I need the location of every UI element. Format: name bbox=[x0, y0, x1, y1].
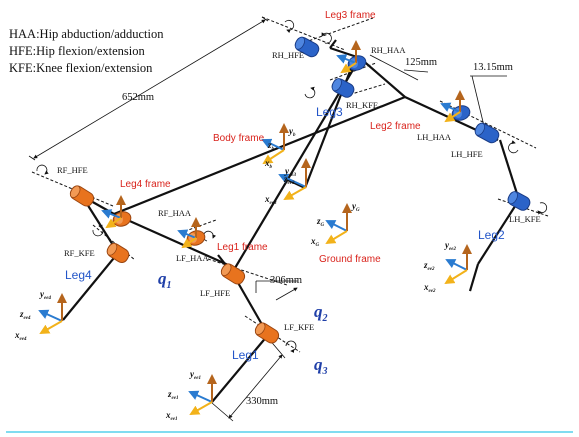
label-leg1-frame: Leg1 frame bbox=[217, 242, 268, 253]
joint-rh-kfe bbox=[331, 78, 355, 98]
svg-text:yG: yG bbox=[351, 201, 360, 213]
q1-label: q1 bbox=[158, 269, 172, 291]
label-leg3: Leg3 bbox=[316, 105, 343, 119]
axis-labels-ground: zG yG xG bbox=[310, 201, 360, 248]
joint-rf-hfe bbox=[69, 185, 95, 207]
frame-ee4 bbox=[38, 293, 67, 334]
svg-text:zee2: zee2 bbox=[423, 260, 435, 272]
q2-label: q2 bbox=[314, 302, 328, 324]
label-lf-kfe: LF_KFE bbox=[284, 322, 314, 332]
frame-leg3-hip bbox=[336, 40, 361, 74]
dim-1315-label: 13.15mm bbox=[473, 62, 513, 73]
legend-kfe: KFE:Knee flexion/extension bbox=[9, 61, 153, 75]
svg-text:yb: yb bbox=[288, 126, 296, 138]
label-lh-haa: LH_HAA bbox=[417, 132, 452, 142]
dim-652-label: 652mm bbox=[122, 92, 154, 103]
q3-label: q3 bbox=[314, 355, 328, 377]
svg-text:yee2: yee2 bbox=[444, 240, 456, 252]
svg-text:yee1: yee1 bbox=[189, 369, 201, 381]
svg-text:q3: q3 bbox=[314, 355, 328, 377]
frame-ground bbox=[325, 203, 352, 245]
frame-body bbox=[261, 123, 311, 200]
dimension-1315: 13.15mm bbox=[470, 62, 513, 127]
label-rf-kfe: RF_KFE bbox=[64, 248, 95, 258]
label-rh-kfe: RH_KFE bbox=[346, 100, 378, 110]
label-lh-hfe: LH_HFE bbox=[451, 149, 483, 159]
joint-lh-hfe bbox=[474, 122, 500, 144]
svg-text:xb: xb bbox=[264, 158, 273, 170]
svg-text:xee3: xee3 bbox=[264, 194, 277, 206]
svg-text:zb: zb bbox=[267, 140, 275, 152]
frame-leg1-hip bbox=[177, 217, 201, 249]
joint-rh-hfe bbox=[294, 36, 320, 58]
label-leg2: Leg2 bbox=[478, 228, 505, 242]
svg-text:zG: zG bbox=[316, 216, 325, 228]
svg-text:zee4: zee4 bbox=[19, 309, 31, 321]
axis-labels-body: zb yb xb zee3 yee3 xee3 bbox=[264, 126, 296, 206]
label-ground-frame: Ground frame bbox=[319, 254, 381, 265]
svg-text:q2: q2 bbox=[314, 302, 328, 324]
svg-text:zee1: zee1 bbox=[167, 389, 178, 401]
joint-rf-kfe bbox=[106, 242, 130, 263]
label-leg3-frame: Leg3 frame bbox=[325, 10, 376, 21]
label-leg1: Leg1 bbox=[232, 348, 259, 362]
label-lf-haa: LF_HAA bbox=[176, 253, 209, 263]
label-rf-haa: RF_HAA bbox=[158, 208, 192, 218]
leg-links bbox=[62, 65, 521, 403]
robot-body bbox=[81, 39, 499, 275]
axis-labels-ee2: yee2 zee2 xee2 bbox=[423, 240, 456, 294]
joint-lf-hfe bbox=[220, 263, 246, 285]
joint-lf-kfe bbox=[254, 322, 280, 344]
svg-text:q1: q1 bbox=[158, 269, 172, 291]
svg-text:xee1: xee1 bbox=[165, 410, 177, 422]
label-lh-kfe: LH_KFE bbox=[509, 214, 541, 224]
svg-text:xG: xG bbox=[310, 236, 320, 248]
label-lf-hfe: LF_HFE bbox=[200, 288, 230, 298]
axis-labels-ee1: yee1 zee1 xee1 bbox=[165, 369, 201, 422]
svg-text:yee3: yee3 bbox=[284, 166, 296, 178]
svg-text:xee4: xee4 bbox=[14, 330, 27, 342]
frame-leg2-hip bbox=[440, 90, 465, 123]
label-body-frame: Body frame bbox=[213, 133, 265, 144]
dimension-306: 306mm bbox=[255, 275, 302, 301]
axis-labels-ee4: yee4 zee4 xee4 bbox=[14, 289, 51, 342]
label-rh-haa: RH_HAA bbox=[371, 45, 406, 55]
frame-ee1 bbox=[188, 374, 217, 415]
legend-hfe: HFE:Hip flexion/extension bbox=[9, 44, 145, 58]
label-leg4: Leg4 bbox=[65, 268, 92, 282]
label-rf-hfe: RF_HFE bbox=[57, 165, 88, 175]
frame-ee2 bbox=[444, 244, 472, 285]
svg-text:yee4: yee4 bbox=[39, 289, 51, 301]
dim-330-label: 330mm bbox=[246, 396, 278, 407]
legend-haa: HAA:Hip abduction/adduction bbox=[9, 27, 164, 41]
frame-leg4-hip bbox=[101, 195, 126, 229]
dimension-125: 125mm bbox=[369, 54, 437, 81]
dim-306-label: 306mm bbox=[270, 275, 302, 286]
dim-125-label: 125mm bbox=[405, 57, 437, 68]
label-leg4-frame: Leg4 frame bbox=[120, 179, 171, 190]
label-rh-hfe: RH_HFE bbox=[272, 50, 304, 60]
label-leg2-frame: Leg2 frame bbox=[370, 121, 421, 132]
svg-text:xee2: xee2 bbox=[423, 282, 436, 294]
svg-text:zee3: zee3 bbox=[283, 174, 295, 186]
joint-lh-kfe bbox=[507, 191, 531, 211]
